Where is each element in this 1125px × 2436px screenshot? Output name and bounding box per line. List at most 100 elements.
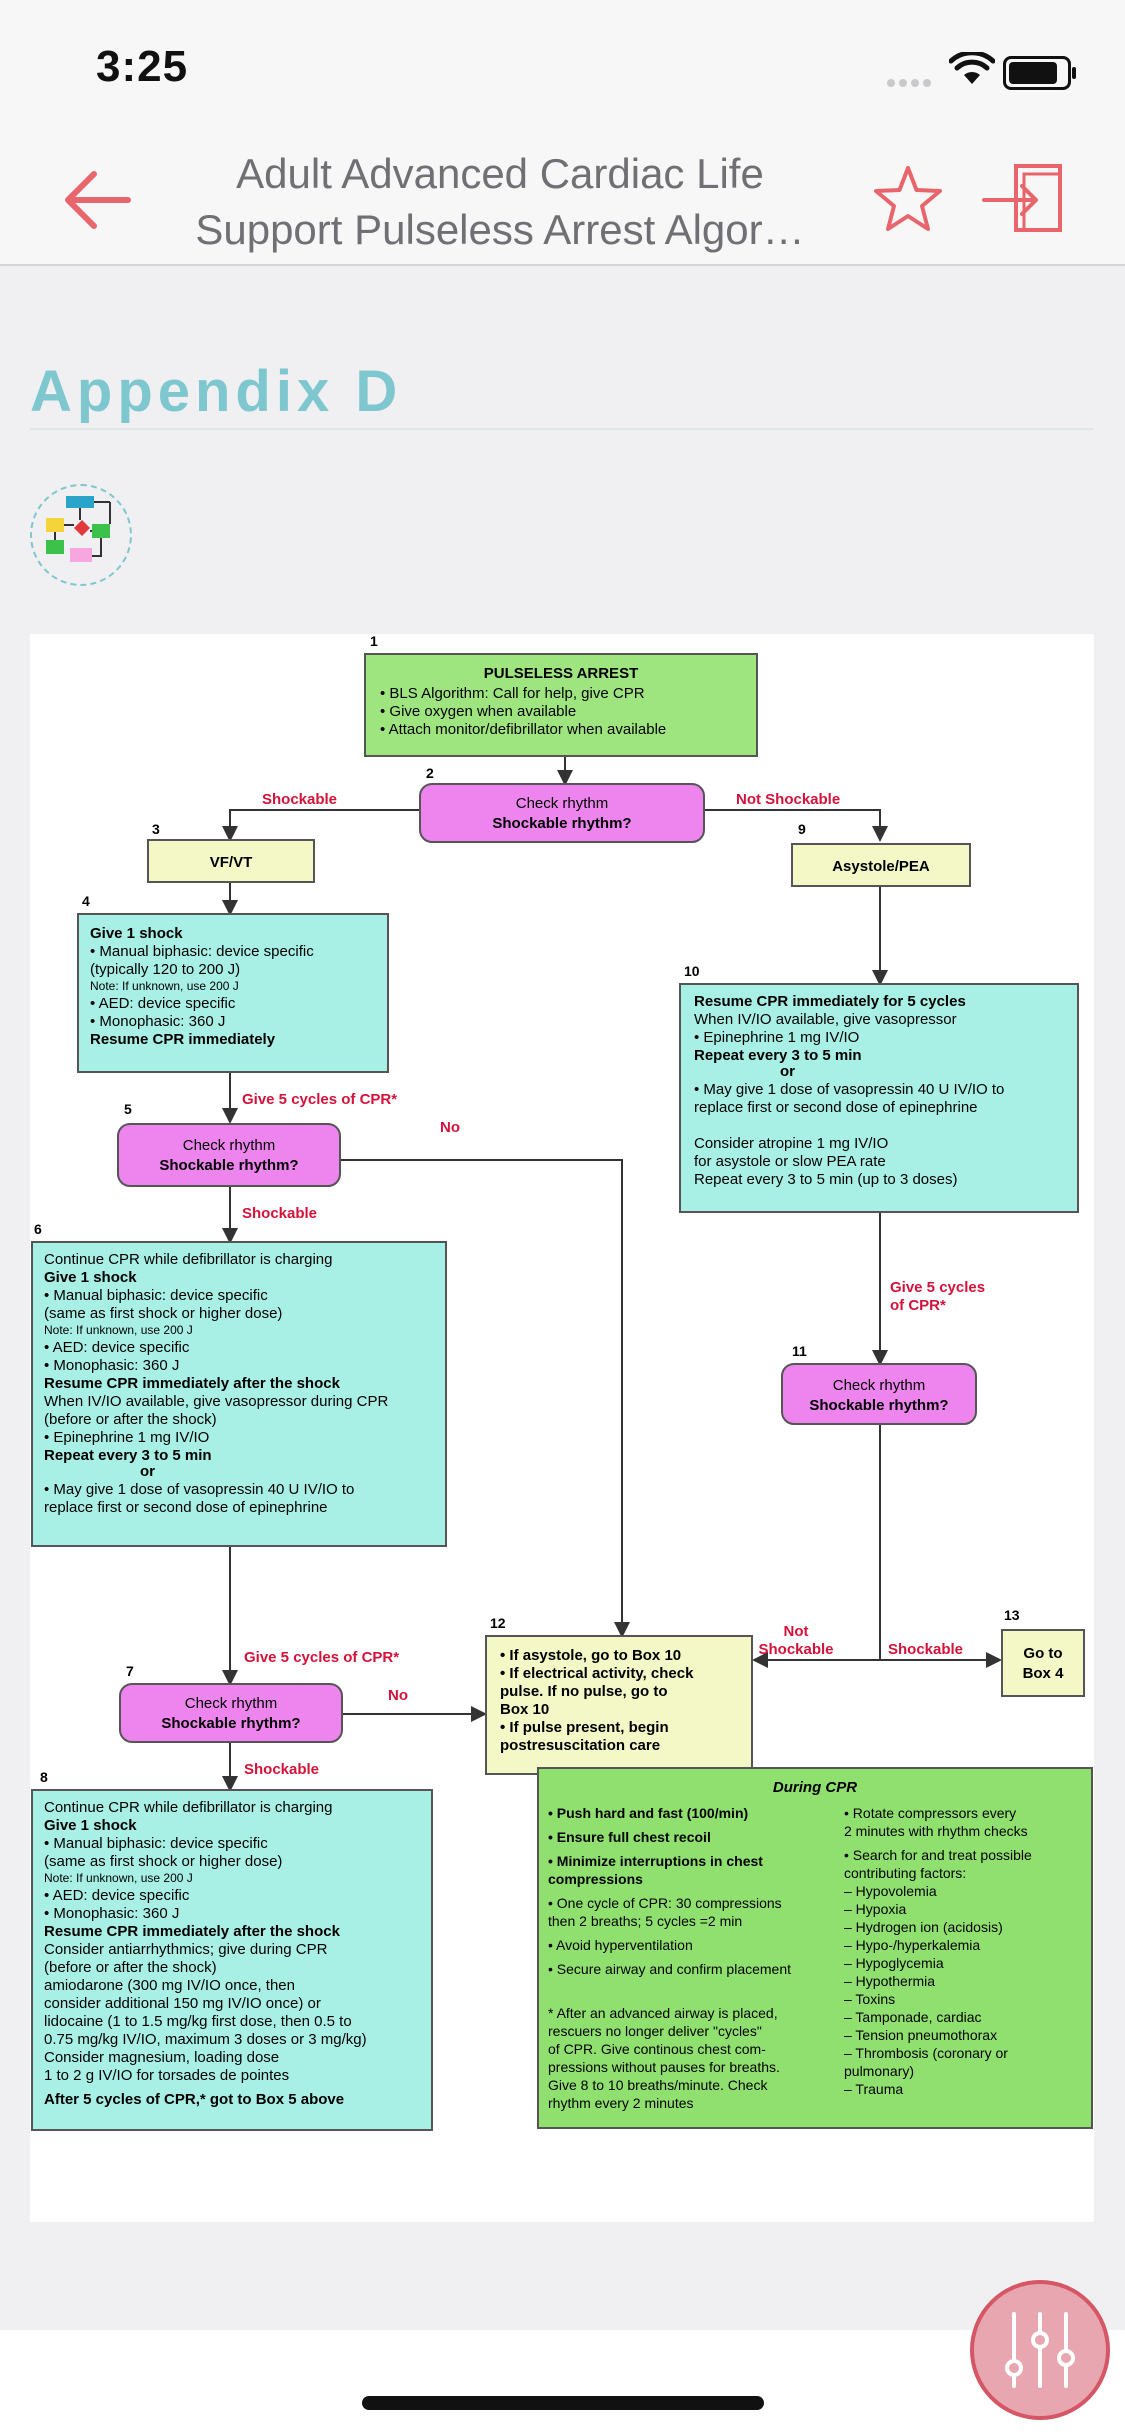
content-area[interactable]: Appendix D — [0, 266, 1125, 2330]
box12-asystole-electrical — [485, 1635, 753, 1775]
page-title-line2: Support Pulseless Arrest Algor… — [195, 206, 805, 253]
box4-give-shock — [77, 913, 389, 1073]
box4-line2: • Manual biphasic: device specific — [90, 943, 314, 960]
during-cpr-right-2: 2 minutes with rhythm checks — [844, 1823, 1028, 1839]
box12-line1: • If asystole, go to Box 10 — [500, 1647, 681, 1664]
box9-number: 9 — [798, 821, 806, 837]
box6-line1: Continue CPR while defibrillator is char… — [44, 1251, 332, 1268]
box13-line2: Box 4 — [1023, 1665, 1065, 1682]
box8-line15: Consider magnesium, loading dose — [44, 2049, 279, 2066]
cellular-signal-icon — [887, 74, 935, 92]
box9-asystole-pea — [791, 843, 971, 887]
box8-line11: amiodarone (300 mg IV/IO once, then — [44, 1977, 295, 1994]
box6-line15: replace first or second dose of epinephr… — [44, 1499, 328, 1516]
box6-line5: Note: If unknown, use 200 J — [44, 1323, 193, 1337]
during-cpr-left-column: • Push hard and fast (100/min) • Ensure … — [548, 1805, 791, 2111]
settings-sliders-button[interactable] — [970, 2280, 1110, 2420]
box1-line1: • BLS Algorithm: Call for help, give CPR — [380, 685, 645, 702]
during-cpr-right-6: – Hypoxia — [844, 1901, 906, 1917]
during-cpr-left-2: • Ensure full chest recoil — [548, 1829, 711, 1845]
back-arrow-icon[interactable] — [58, 160, 138, 240]
box12-number: 12 — [490, 1615, 506, 1631]
box4-line7: Resume CPR immediately — [90, 1031, 276, 1048]
box1-line3: • Attach monitor/defibrillator when avai… — [380, 721, 666, 738]
during-cpr-left-15: rhythm every 2 minutes — [548, 2095, 694, 2111]
box13-line1: Go to — [1023, 1645, 1062, 1662]
label-not: Not — [784, 1623, 809, 1640]
box12-line6: postresuscitation care — [500, 1737, 660, 1754]
box12-line4: Box 10 — [500, 1701, 549, 1718]
box4-line5: • AED: device specific — [90, 995, 236, 1012]
during-cpr-right-7: – Hydrogen ion (acidosis) — [844, 1919, 1003, 1935]
bottom-bar — [0, 2330, 1125, 2436]
exit-share-icon[interactable] — [980, 160, 1068, 240]
label-give-5-cycles-b1: Give 5 cycles — [890, 1279, 985, 1296]
box11-line1: Check rhythm — [833, 1377, 926, 1394]
during-cpr-left-12: of CPR. Give continous chest com- — [548, 2041, 766, 2057]
box1-title: PULSELESS ARREST — [484, 665, 638, 682]
status-bar: 3:25 — [0, 0, 1125, 130]
box4-number: 4 — [82, 893, 90, 909]
during-cpr-left-7: • Avoid hyperventilation — [548, 1937, 693, 1953]
during-cpr-right-3: • Search for and treat possible — [844, 1847, 1032, 1863]
box6-line12: Repeat every 3 to 5 min — [44, 1447, 212, 1464]
favorite-star-icon[interactable] — [870, 162, 946, 238]
box7-line2: Shockable rhythm? — [161, 1715, 300, 1732]
label-shockable-11a: Shockable — [758, 1641, 833, 1658]
box11-number: 11 — [792, 1343, 807, 1359]
box10-line4: Repeat every 3 to 5 min — [694, 1047, 862, 1064]
during-cpr-left-10: * After an advanced airway is placed, — [548, 2005, 778, 2021]
box8-number: 8 — [40, 1769, 48, 1785]
box10-line11: Repeat every 3 to 5 min (up to 3 doses) — [694, 1171, 957, 1188]
flowchart-icon[interactable] — [30, 484, 132, 586]
label-shockable: Shockable — [262, 791, 337, 808]
box10-line3: • Epinephrine 1 mg IV/IO — [694, 1029, 859, 1046]
box10-line7: replace first or second dose of epinephr… — [694, 1099, 978, 1116]
box2-line2: Shockable rhythm? — [492, 815, 631, 832]
during-cpr-right-1: • Rotate compressors every — [844, 1805, 1016, 1821]
during-cpr-right-5: – Hypovolemia — [844, 1883, 937, 1899]
box6-line3: • Manual biphasic: device specific — [44, 1287, 268, 1304]
box5-line1: Check rhythm — [183, 1137, 276, 1154]
box8-line12: consider additional 150 mg IV/IO once) o… — [44, 1995, 321, 2012]
during-cpr-left-1: • Push hard and fast (100/min) — [548, 1805, 748, 1821]
box8-line2: Give 1 shock — [44, 1817, 137, 1834]
home-indicator[interactable] — [362, 2396, 764, 2410]
box10-line10: for asystole or slow PEA rate — [694, 1153, 886, 1170]
during-cpr-title: During CPR — [773, 1779, 857, 1796]
box8-line8: Resume CPR immediately after the shock — [44, 1923, 341, 1940]
box12-line3: pulse. If no pulse, go to — [500, 1683, 668, 1700]
box8-line3: • Manual biphasic: device specific — [44, 1835, 268, 1852]
box6-line8: Resume CPR immediately after the shock — [44, 1375, 341, 1392]
box12-line2: • If electrical activity, check — [500, 1665, 694, 1682]
box3-text: VF/VT — [210, 854, 253, 871]
box13-number: 13 — [1004, 1607, 1020, 1623]
box2-line1: Check rhythm — [516, 795, 609, 812]
during-cpr-left-13: pressions without pauses for breaths. — [548, 2059, 780, 2075]
box6-line7: • Monophasic: 360 J — [44, 1357, 179, 1374]
box10-resume-cpr — [679, 983, 1079, 1213]
box8-line13: lidocaine (1 to 1.5 mg/kg first dose, th… — [44, 2013, 352, 2030]
during-cpr-right-4: contributing factors: — [844, 1865, 966, 1881]
during-cpr-left-5: • One cycle of CPR: 30 compressions — [548, 1895, 782, 1911]
box8-line10: (before or after the shock) — [44, 1959, 217, 1976]
box6-line10: (before or after the shock) — [44, 1411, 217, 1428]
label-not-shockable: Not Shockable — [736, 791, 840, 808]
battery-icon — [1003, 56, 1076, 90]
during-cpr-right-10: – Hypothermia — [844, 1973, 935, 1989]
pulseless-arrest-algorithm: 1 PULSELESS ARREST • BLS Algorithm: Call… — [30, 633, 1094, 2222]
box8-line9: Consider antiarrhythmics; give during CP… — [44, 1941, 328, 1958]
during-cpr-left-6: then 2 breaths; 5 cycles =2 min — [548, 1913, 742, 1929]
box4-line3: (typically 120 to 200 J) — [90, 961, 240, 978]
label-give-5-cycles-b2: of CPR* — [890, 1297, 946, 1314]
box4-line4: Note: If unknown, use 200 J — [90, 979, 239, 993]
box5-check-rhythm — [117, 1123, 341, 1187]
box8-line6: • AED: device specific — [44, 1887, 190, 1904]
appendix-heading: Appendix D — [30, 359, 403, 424]
box1-line2: • Give oxygen when available — [380, 703, 576, 720]
during-cpr-right-11: – Toxins — [844, 1991, 895, 2007]
box2-check-rhythm — [419, 783, 705, 843]
box8-line17: After 5 cycles of CPR,* got to Box 5 abo… — [44, 2091, 344, 2108]
label-give-5-cycles-a: Give 5 cycles of CPR* — [242, 1091, 397, 1108]
box10-line2: When IV/IO available, give vasopressor — [694, 1011, 957, 1028]
